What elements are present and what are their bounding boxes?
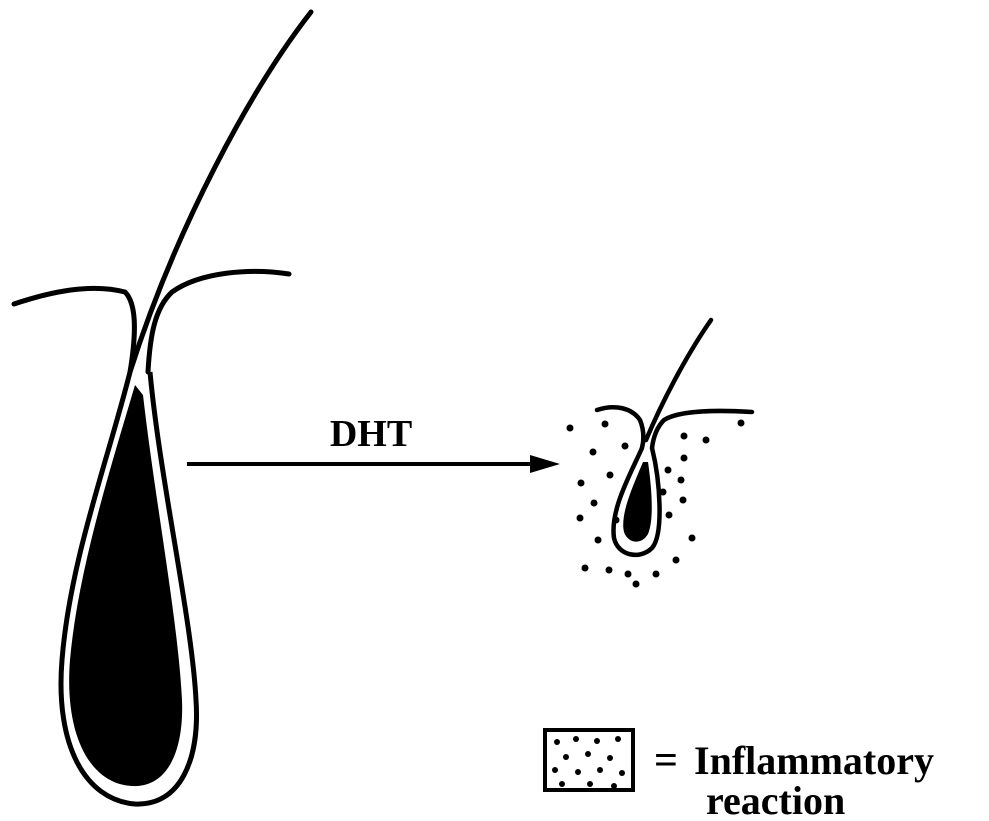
dht-arrow: DHT bbox=[187, 413, 560, 473]
terminal-hair-bulb bbox=[69, 385, 182, 786]
legend-label-line1: Inflammatory bbox=[694, 738, 934, 783]
dht-label: DHT bbox=[330, 413, 412, 455]
mini-hair-bulb bbox=[623, 462, 652, 542]
terminal-skin-surface-right bbox=[148, 271, 289, 372]
mini-skin-surface-right bbox=[652, 411, 752, 448]
legend-equals: = bbox=[654, 738, 678, 784]
legend-label-line2: reaction bbox=[706, 778, 845, 821]
mini-skin-surface-left bbox=[597, 407, 643, 448]
terminal-skin-surface-left bbox=[14, 288, 134, 372]
legend-swatch bbox=[545, 730, 633, 790]
miniaturized-hair-follicle bbox=[567, 320, 753, 588]
legend: = Inflammatory reaction bbox=[545, 730, 934, 821]
terminal-hair-follicle bbox=[14, 12, 311, 804]
inflammatory-dots bbox=[567, 420, 745, 588]
arrow-head bbox=[530, 455, 560, 473]
mini-hair-shaft bbox=[646, 320, 711, 440]
